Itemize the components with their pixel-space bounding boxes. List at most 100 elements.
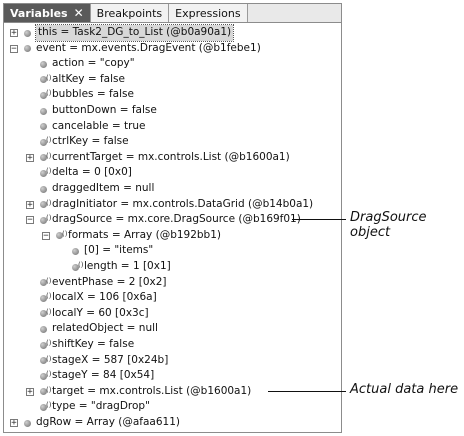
variable-icon xyxy=(56,232,63,240)
variable-label: target = mx.controls.List (@b1600a1) xyxy=(52,384,252,397)
variable-icon xyxy=(40,294,47,302)
tree-row[interactable]: + ()currentTarget = mx.controls.List (@b1… xyxy=(4,150,341,166)
tree-row[interactable]: cancelable = true xyxy=(4,119,341,135)
variable-icon xyxy=(40,325,47,333)
variable-icon xyxy=(40,310,47,318)
variable-icon xyxy=(72,247,79,255)
getter-icon: () xyxy=(46,370,52,379)
getter-icon: () xyxy=(46,73,52,82)
getter-icon: () xyxy=(46,401,52,410)
variable-icon xyxy=(40,154,47,162)
variable-label: altKey = false xyxy=(52,72,125,85)
variable-label: dgRow = Array (@afaa611) xyxy=(36,416,180,428)
tree-row[interactable]: ()localY = 60 [0x3c] xyxy=(4,306,341,322)
callout-label: DragSource object xyxy=(350,210,427,240)
tree-row[interactable]: ()bubbles = false xyxy=(4,87,341,103)
getter-icon: () xyxy=(46,339,52,347)
getter-icon: () xyxy=(46,385,52,394)
variable-icon xyxy=(40,107,47,115)
callout-leader-line xyxy=(292,219,346,220)
variable-label: [0] = "items" xyxy=(84,244,154,257)
collapse-icon[interactable]: − xyxy=(26,215,34,226)
variable-icon xyxy=(40,388,47,396)
getter-icon: () xyxy=(78,261,84,269)
getter-icon: () xyxy=(46,167,52,176)
tree-row[interactable]: ()delta = 0 [0x0] xyxy=(4,165,341,181)
tab-bar: Variables ✕ Breakpoints Expressions xyxy=(4,4,341,23)
getter-icon: () xyxy=(46,89,52,98)
getter-icon: () xyxy=(46,214,52,223)
variable-icon xyxy=(40,201,47,209)
tree-row[interactable]: ()length = 1 [0x1] xyxy=(4,259,341,275)
variable-label: buttonDown = false xyxy=(52,104,157,116)
tree-row[interactable]: + dgRow = Array (@afaa611) xyxy=(4,415,341,431)
tree-row[interactable]: draggedItem = null xyxy=(4,181,341,197)
tab-expressions[interactable]: Expressions xyxy=(169,4,248,22)
variable-icon xyxy=(40,216,47,224)
variable-label: dragInitiator = mx.controls.DataGrid (@b… xyxy=(52,197,314,210)
tree-row[interactable]: ()localX = 106 [0x6a] xyxy=(4,290,341,306)
tree-row[interactable]: − event = mx.events.DragEvent (@b1febe1) xyxy=(4,41,341,57)
variable-icon xyxy=(24,45,31,53)
variable-icon xyxy=(40,279,47,287)
variable-label: delta = 0 [0x0] xyxy=(52,166,132,179)
variable-label: cancelable = true xyxy=(52,119,146,132)
variables-panel: Variables ✕ Breakpoints Expressions +thi… xyxy=(3,3,342,433)
tab-breakpoints-label: Breakpoints xyxy=(96,6,163,20)
tree-row[interactable]: ()stageY = 84 [0x54] xyxy=(4,368,341,384)
tree-row[interactable]: relatedObject = null xyxy=(4,321,341,337)
tab-breakpoints[interactable]: Breakpoints xyxy=(90,4,170,22)
tree-row[interactable]: ()type = "dragDrop" xyxy=(4,399,341,415)
tree-row[interactable]: [0] = "items" xyxy=(4,243,341,259)
getter-icon: () xyxy=(46,136,52,145)
collapse-icon[interactable]: − xyxy=(10,43,18,54)
variable-icon xyxy=(40,372,47,380)
expand-icon[interactable]: + xyxy=(10,418,18,428)
expand-icon[interactable]: + xyxy=(26,199,34,210)
tab-variables[interactable]: Variables ✕ xyxy=(4,4,91,22)
tree-row[interactable]: +this = Task2_DG_to_List (@b0a90a1) xyxy=(4,24,341,42)
tree-row[interactable]: −()dragSource = mx.core.DragSource (@b16… xyxy=(4,212,341,228)
close-icon[interactable]: ✕ xyxy=(73,6,84,20)
collapse-icon[interactable]: − xyxy=(42,230,50,241)
tree-row[interactable]: ()eventPhase = 2 [0x2] xyxy=(4,275,341,291)
tree-row[interactable]: −()formats = Array (@b192bb1) xyxy=(4,228,341,244)
variable-label: ctrlKey = false xyxy=(52,135,129,148)
tree-row[interactable]: ()ctrlKey = false xyxy=(4,134,341,150)
variable-icon xyxy=(24,419,31,427)
variable-label: localY = 60 [0x3c] xyxy=(52,306,149,319)
variable-label: event = mx.events.DragEvent (@b1febe1) xyxy=(36,41,261,54)
variable-icon xyxy=(40,123,47,131)
variable-label: currentTarget = mx.controls.List (@b1600… xyxy=(52,150,290,163)
variable-icon xyxy=(40,138,47,146)
tree-row[interactable]: ()shiftKey = false xyxy=(4,337,341,353)
variable-label: shiftKey = false xyxy=(52,338,135,350)
tree-row[interactable]: +()dragInitiator = mx.controls.DataGrid … xyxy=(4,197,341,213)
expand-icon[interactable]: + xyxy=(26,152,34,163)
variable-label: relatedObject = null xyxy=(52,322,158,335)
getter-icon: () xyxy=(46,151,52,160)
variable-label: formats = Array (@b192bb1) xyxy=(68,228,222,241)
tree-row[interactable]: buttonDown = false xyxy=(4,103,341,119)
variable-label: localX = 106 [0x6a] xyxy=(52,291,157,304)
variable-icon xyxy=(40,185,47,193)
variable-label: draggedItem = null xyxy=(52,182,155,194)
tree-row[interactable]: action = "copy" xyxy=(4,56,341,72)
variable-icon xyxy=(40,341,47,349)
variable-icon xyxy=(40,357,47,365)
variable-icon xyxy=(40,403,47,411)
variable-label: bubbles = false xyxy=(52,88,134,101)
variable-icon xyxy=(40,76,47,84)
tab-variables-label: Variables xyxy=(10,6,68,20)
tab-expressions-label: Expressions xyxy=(175,6,241,20)
variable-label: action = "copy" xyxy=(52,57,135,70)
expand-icon[interactable]: + xyxy=(10,28,18,38)
getter-icon: () xyxy=(46,292,52,301)
getter-icon: () xyxy=(46,276,52,285)
expand-icon[interactable]: + xyxy=(26,386,34,397)
tree-row[interactable]: ()stageX = 587 [0x24b] xyxy=(4,353,341,369)
tree-row[interactable]: ()altKey = false xyxy=(4,72,341,88)
variable-label: stageY = 84 [0x54] xyxy=(52,369,155,382)
getter-icon: () xyxy=(46,307,52,316)
tree-row[interactable]: + ()target = mx.controls.List (@b1600a1) xyxy=(4,384,341,400)
